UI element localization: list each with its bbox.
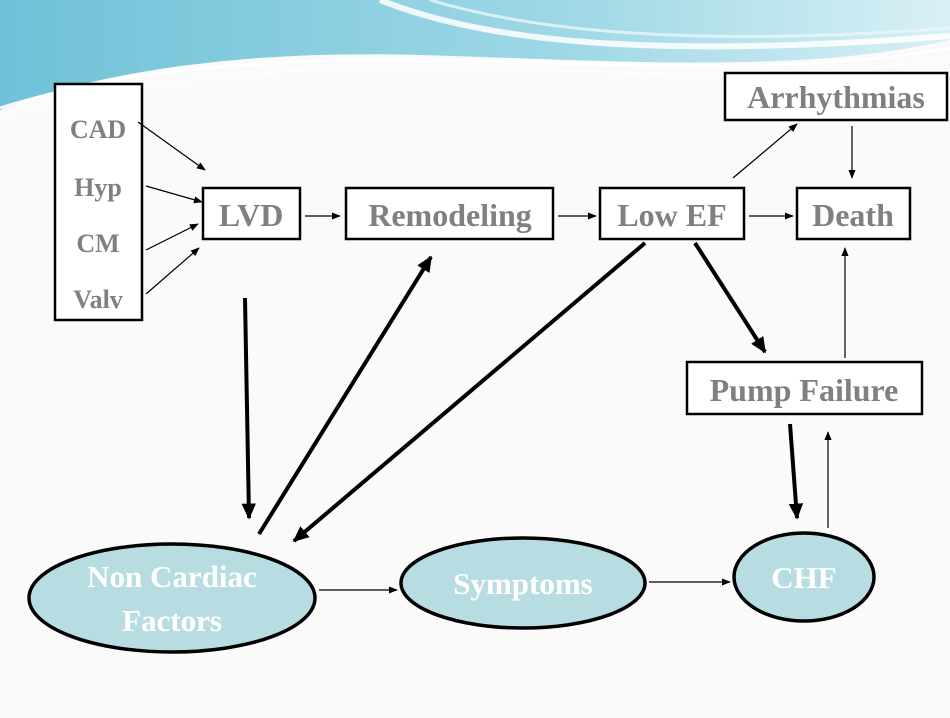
arrow-valv-to-lvd	[145, 247, 200, 295]
arrow-cm-to-lvd	[145, 223, 199, 251]
symptoms-ellipse	[399, 536, 647, 630]
non-cardiac-factors-ellipse	[27, 542, 317, 654]
risk-factors-box	[53, 82, 144, 322]
risk-factor-cm: CM	[76, 229, 119, 258]
arrhythmias-label: Arrhythmias	[747, 79, 925, 115]
arrow-pump-failure-to-chf	[788, 423, 804, 520]
low-ef-box	[598, 186, 746, 241]
arrow-hyp-to-lvd	[145, 185, 203, 204]
low-ef-label: Low EF	[617, 197, 726, 233]
symptoms-label: Symptoms	[453, 566, 593, 601]
risk-factor-cad: CAD	[70, 115, 126, 144]
arrow-low-ef-to-arrhythmias	[732, 123, 798, 179]
pump-failure-box	[685, 360, 924, 416]
risk-factor-hyp: Hyp	[74, 173, 122, 202]
death-label: Death	[812, 197, 894, 233]
arrow-lvd-to-non-cardiac	[241, 297, 256, 520]
arrhythmias-box	[723, 71, 949, 122]
arrow-cad-to-lvd	[137, 121, 206, 171]
lvd-label: LVD	[219, 197, 284, 233]
chf-label: CHF	[771, 560, 836, 595]
arrow-low-ef-to-non-cardiac	[292, 241, 647, 543]
arrow-non-cardiac-to-remodeling	[257, 255, 433, 536]
death-box	[795, 186, 912, 241]
remodeling-label: Remodeling	[368, 197, 532, 233]
arrow-low-ef-to-pump-failure	[693, 241, 767, 354]
risk-factor-valv: Valv	[73, 285, 123, 314]
lvd-box	[201, 186, 302, 241]
remodeling-box	[344, 186, 555, 241]
pump-failure-label: Pump Failure	[710, 372, 899, 408]
non-cardiac-label-line2: Factors	[122, 603, 222, 638]
chf-ellipse	[732, 531, 876, 623]
non-cardiac-label-line1: Non Cardiac	[87, 559, 257, 594]
